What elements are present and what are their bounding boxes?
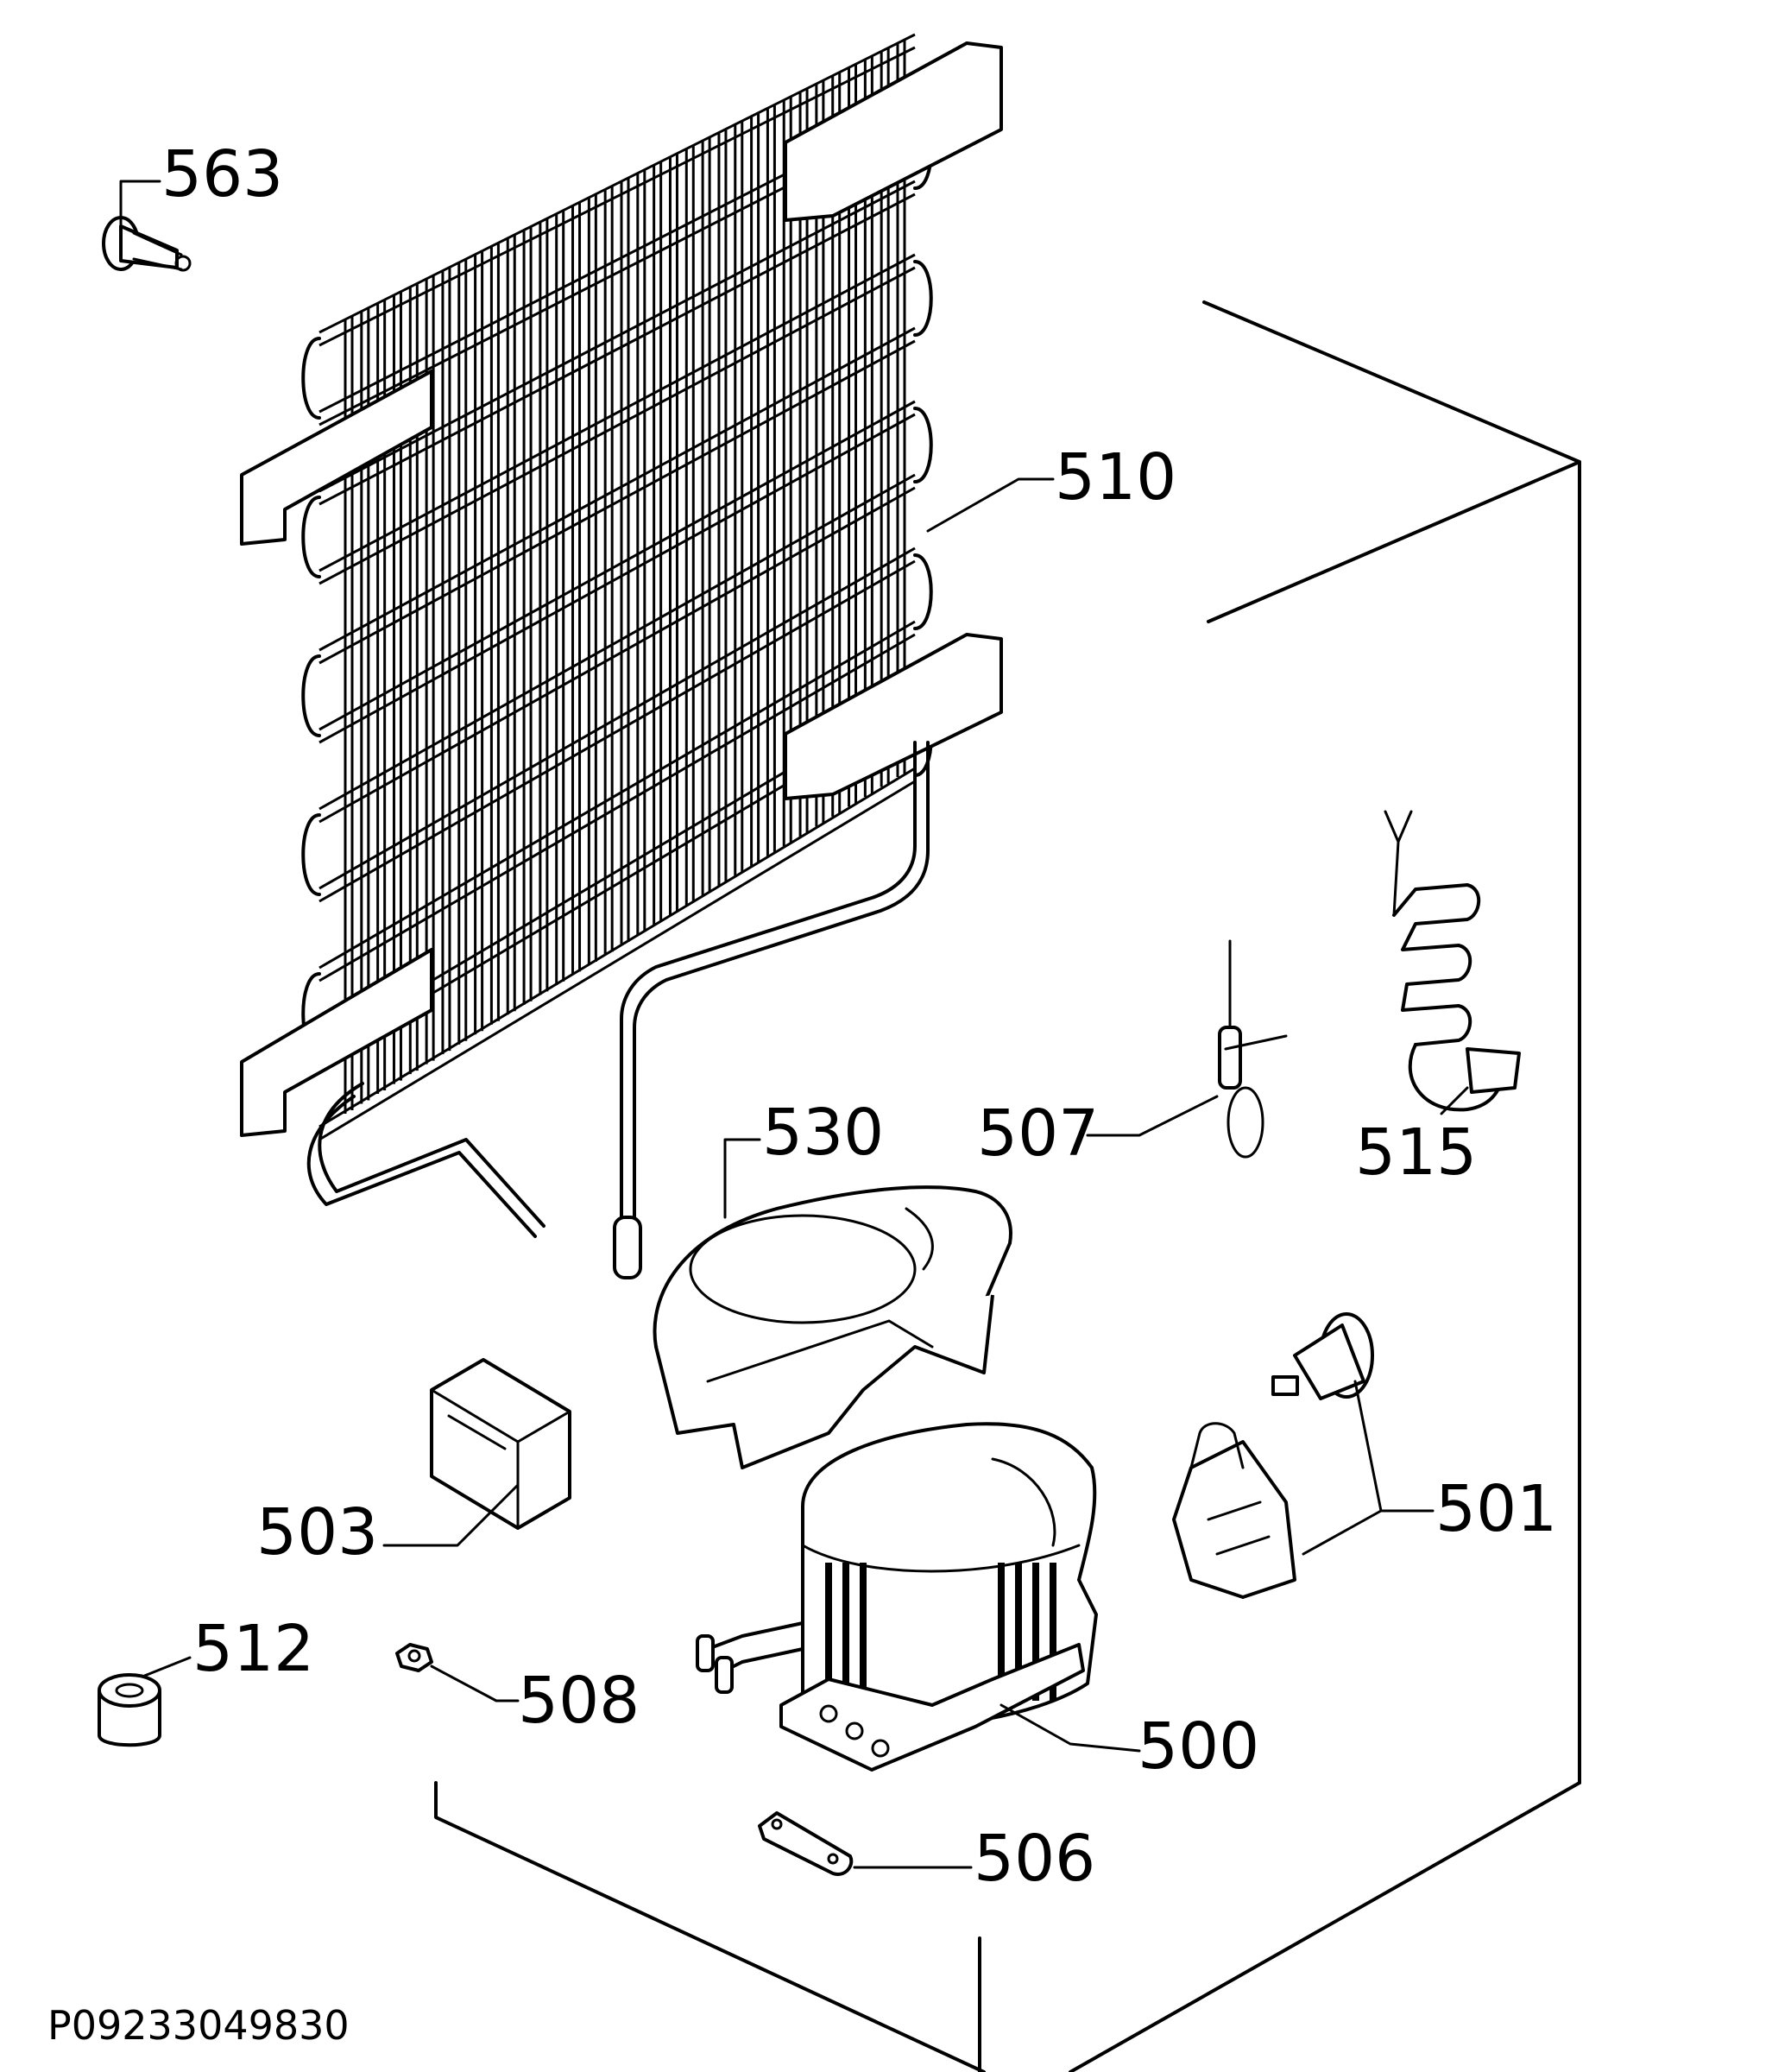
rubber-grommet [98, 1673, 161, 1747]
part-label-508: 508 [518, 1664, 640, 1738]
part-labels: 563 510 530 507 515 503 501 512 508 500 … [47, 137, 1557, 2049]
capillary-probe [1218, 939, 1288, 1159]
part-label-507: 507 [977, 1096, 1099, 1171]
part-label-506: 506 [974, 1822, 1095, 1896]
part-label-530: 530 [762, 1096, 884, 1170]
drawing-code: P09233049830 [47, 2002, 350, 2049]
nut [395, 1643, 433, 1672]
part-label-510: 510 [1055, 440, 1176, 515]
condenser [240, 33, 1003, 1279]
cabinet-outline [434, 300, 1581, 2072]
part-label-563: 563 [161, 137, 283, 212]
clip [758, 1811, 854, 1876]
compressor [696, 1422, 1098, 1772]
part-label-512: 512 [192, 1612, 314, 1686]
starter-relay [1172, 1312, 1374, 1599]
power-cord [1384, 810, 1521, 1112]
part-label-500: 500 [1138, 1709, 1259, 1784]
grommet [102, 216, 192, 272]
part-label-503: 503 [256, 1495, 378, 1570]
drip-tray [653, 1185, 1012, 1469]
part-label-501: 501 [1435, 1472, 1557, 1546]
leader-lines [119, 180, 1469, 1869]
part-label-515: 515 [1355, 1115, 1477, 1190]
